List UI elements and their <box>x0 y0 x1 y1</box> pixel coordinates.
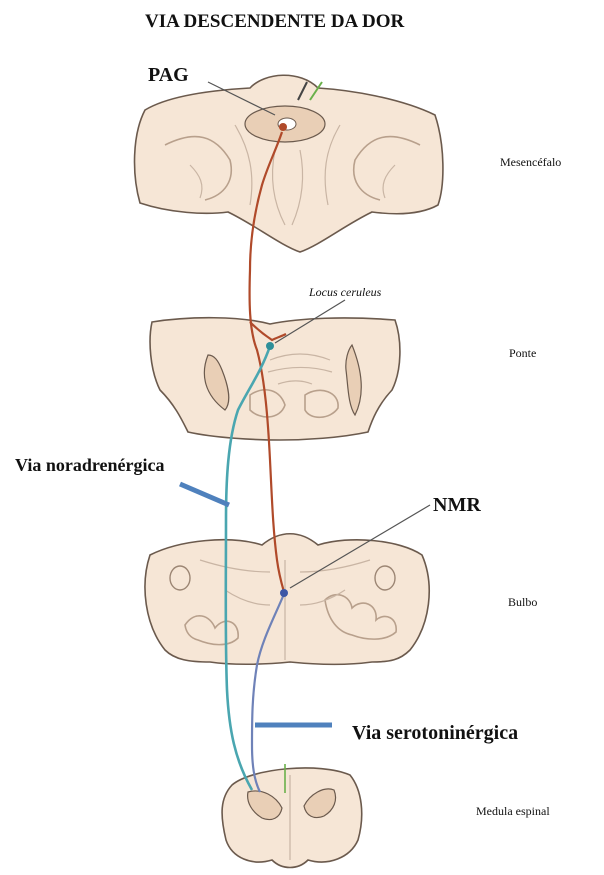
spinal-cord-section <box>222 768 362 868</box>
mesencephalon-section <box>135 75 443 252</box>
noradrenergic-callout <box>180 484 229 505</box>
level-mesencephalon: Mesencéfalo <box>500 155 561 169</box>
medulla-section <box>145 534 429 665</box>
locus-ceruleus-neuron <box>266 342 274 350</box>
diagram-title: VIA DESCENDENTE DA DOR <box>145 11 404 32</box>
level-medulla: Bulbo <box>508 595 537 609</box>
nmr-label: NMR <box>433 494 481 516</box>
pag-neuron <box>279 123 287 131</box>
nmr-neuron <box>280 589 288 597</box>
pons-section <box>150 318 400 440</box>
pag-label: PAG <box>148 64 189 86</box>
level-spinal-cord: Medula espinal <box>476 804 550 818</box>
serotonergic-label: Via serotoninérgica <box>352 722 518 744</box>
locus-ceruleus-label: Locus ceruleus <box>308 285 382 299</box>
noradrenergic-label: Via noradrenérgica <box>15 455 164 475</box>
level-pons: Ponte <box>509 346 536 360</box>
